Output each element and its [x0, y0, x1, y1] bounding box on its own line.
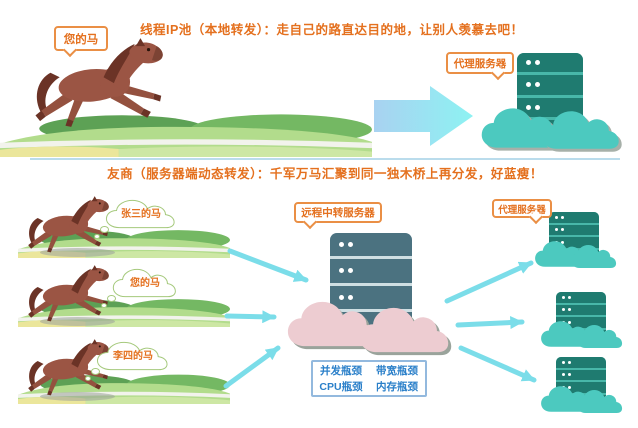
bottleneck-item: 并发瓶颈 [320, 365, 362, 377]
server-led-icon [348, 242, 353, 248]
server-rack-unit [517, 53, 583, 73]
cloud-icon [540, 108, 622, 152]
horse-scene-2: 您的马 [18, 265, 230, 327]
horse-shadow [40, 317, 115, 326]
server-rack-unit [556, 292, 606, 303]
converge-arrow-2 [224, 310, 277, 324]
cloud-icon [576, 323, 624, 350]
cloud-icon [570, 243, 618, 270]
server-led-icon [561, 240, 564, 244]
horse1-thought-bubble: 张三的马 [94, 198, 177, 239]
bottleneck-item: CPU瓶颈 [319, 381, 363, 393]
server-led-icon [568, 295, 571, 299]
horse1-thought-label: 张三的马 [121, 209, 161, 220]
diverge-arrow-1 [444, 260, 534, 304]
top-section-title: 线程IP池（本地转发）：走自己的路直达目的地，让别人羡慕去吧！ [140, 23, 524, 37]
server-led-icon [562, 373, 565, 377]
bottleneck-item: 内存瓶颈 [376, 381, 418, 393]
your-horse-bubble-label: 您的马 [63, 33, 99, 46]
server-led-icon [568, 373, 571, 377]
bottleneck-box: 并发瓶颈 带宽瓶颈 CPU瓶颈 内存瓶颈 [311, 360, 427, 397]
thought-trail-dot [85, 376, 91, 381]
server-rack-unit [556, 357, 606, 368]
bottom-proxy-server-label: 代理服务器 [498, 204, 546, 216]
server-led-icon [555, 228, 558, 232]
your-horse-bubble: 您的马 [54, 26, 108, 51]
horse-shadow [40, 392, 115, 401]
server-led-icon [568, 308, 571, 312]
server-led-icon [562, 295, 565, 299]
top-horse-illustration [32, 38, 182, 142]
server-led-icon [348, 268, 353, 274]
server-rack-unit [330, 285, 412, 309]
horse3-thought-bubble: 李四的马 [85, 340, 170, 381]
section-divider [30, 158, 620, 160]
server-rack-unit [549, 212, 599, 223]
server-rack-unit [556, 304, 606, 315]
server-led-icon [339, 268, 344, 274]
server-led-icon [555, 215, 558, 219]
server-led-icon [526, 60, 531, 66]
diverge-arrow-3 [458, 345, 537, 383]
thought-trail-dot [91, 368, 100, 375]
cloud-icon [358, 304, 452, 356]
server-led-icon [339, 294, 344, 300]
server-led-icon [562, 360, 565, 364]
server-rack-unit [556, 369, 606, 380]
thought-trail-dot [107, 295, 116, 302]
horse-shadow [40, 248, 115, 257]
server-rack-unit [517, 75, 583, 95]
server-rack-unit [549, 224, 599, 235]
thought-trail-dot [100, 226, 109, 233]
bottleneck-item: 带宽瓶颈 [376, 365, 418, 377]
server-led-icon [535, 60, 540, 66]
bottom-section-title: 友商（服务器端动态转发）：千军万马汇聚到同一独木桥上再分发，好蓝瘦！ [107, 167, 543, 181]
horse2-thought-bubble: 您的马 [101, 267, 178, 308]
horse3-thought-label: 李四的马 [113, 351, 153, 362]
server-led-icon [535, 82, 540, 88]
server-led-icon [526, 104, 531, 110]
top-proxy-server-label: 代理服务器 [453, 57, 507, 70]
server-led-icon [561, 215, 564, 219]
server-led-icon [535, 104, 540, 110]
server-led-icon [348, 294, 353, 300]
server-led-icon [568, 320, 571, 324]
relay-server-label: 远程中转服务器 [301, 207, 375, 219]
server-led-icon [339, 242, 344, 248]
bottom-proxy-server-bubble: 代理服务器 [492, 199, 552, 218]
server-led-icon [568, 385, 571, 389]
horse-scene-1: 张三的马 [18, 196, 230, 258]
server-led-icon [568, 360, 571, 364]
converge-arrow-3 [223, 345, 281, 389]
server-led-icon [526, 82, 531, 88]
cloud-icon [576, 388, 624, 415]
converge-arrow-1 [227, 248, 309, 283]
horse2-thought-label: 您的马 [130, 278, 160, 289]
diverge-arrow-2 [455, 316, 525, 330]
server-rack-unit [330, 259, 412, 283]
server-rack-unit [330, 233, 412, 257]
top-proxy-server-bubble: 代理服务器 [446, 52, 514, 74]
server-led-icon [562, 308, 565, 312]
thought-trail-dot [94, 234, 100, 239]
big-forward-arrow [374, 86, 473, 146]
relay-server-bubble: 远程中转服务器 [294, 202, 382, 223]
thought-trail-dot [101, 303, 107, 308]
horse-scene-3: 李四的马 [18, 334, 230, 404]
server-led-icon [561, 228, 564, 232]
